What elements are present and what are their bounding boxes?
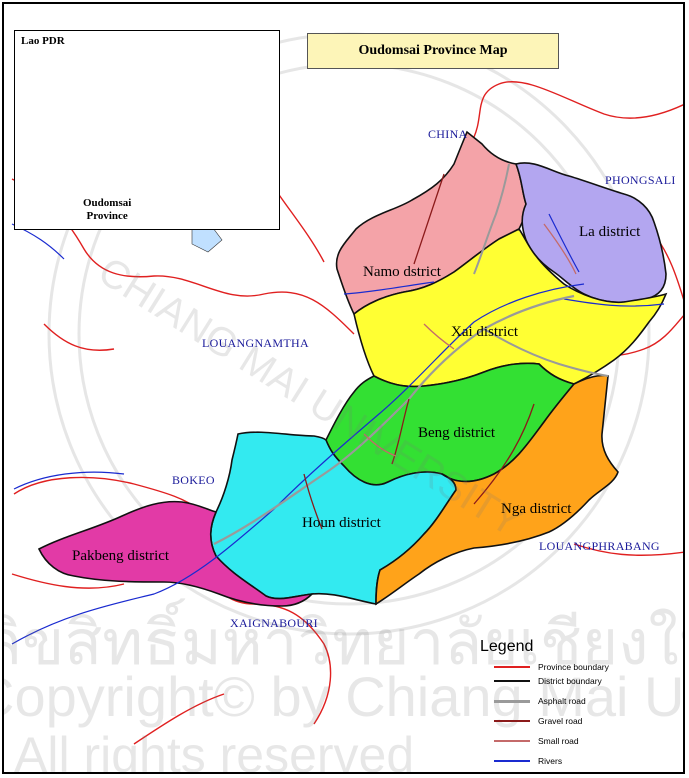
inset-title: Lao PDR (21, 35, 65, 47)
district-label-pakbeng: Pakbeng district (72, 548, 170, 564)
map-title: Oudomsai Province Map (307, 33, 559, 69)
legend-label: Gravel road (538, 716, 583, 726)
neighbor-label-northeast: PHONGSALI (605, 173, 676, 187)
neighbor-label-southwest: BOKEO (172, 473, 215, 487)
district-label-la: La district (579, 224, 641, 240)
neighbor-label-southeast: LOUANGPHRABANG (539, 539, 660, 553)
neighbor-label-south: XAIGNABOURI (230, 616, 318, 630)
legend-swatch (494, 666, 530, 668)
inset-box: Lao PDR Oudomsai Province (14, 30, 280, 230)
legend-swatch (494, 699, 530, 703)
roads (213, 163, 609, 545)
legend-row-rivers: Rivers (494, 754, 562, 768)
legend-row-asphalt-road: Asphalt road (494, 694, 586, 708)
legend-swatch (494, 740, 530, 742)
legend-row-province-boundary: Province boundary (494, 660, 609, 674)
neighbor-label-west: LOUANGNAMTHA (202, 336, 309, 350)
legend-label: Province boundary (538, 662, 609, 672)
inset-pointer-label: Oudomsai Province (83, 197, 131, 223)
legend-title: Legend (480, 638, 534, 655)
map-title-text: Oudomsai Province Map (358, 43, 508, 58)
rivers (11, 213, 665, 645)
legend-label: Small road (538, 736, 579, 746)
district-label-xai: Xai district (451, 324, 519, 340)
district-label-beng: Beng district (418, 425, 496, 441)
district-label-houn: Houn district (302, 515, 381, 531)
inset-pointer-label-line1: Oudomsai (83, 197, 132, 209)
legend-label: Asphalt road (538, 696, 586, 706)
legend-row-district-boundary: District boundary (494, 674, 602, 688)
legend-swatch (494, 720, 530, 722)
districts (37, 130, 668, 607)
legend-label: District boundary (538, 676, 602, 686)
legend-label: Rivers (538, 756, 563, 766)
district-label-namo: Namo dstrict (363, 264, 441, 280)
district-nga (375, 374, 619, 606)
legend: Legend Province boundary District bounda… (474, 638, 679, 768)
legend-swatch (494, 680, 530, 682)
inset-pointer-label-line2: Province (86, 210, 128, 222)
legend-row-gravel-road: Gravel road (494, 714, 582, 728)
neighbor-label-north: CHINA (428, 127, 468, 141)
legend-swatch (494, 760, 530, 762)
district-pakbeng (37, 500, 315, 607)
legend-row-small-road: Small road (494, 734, 579, 748)
district-label-nga: Nga district (501, 501, 572, 517)
